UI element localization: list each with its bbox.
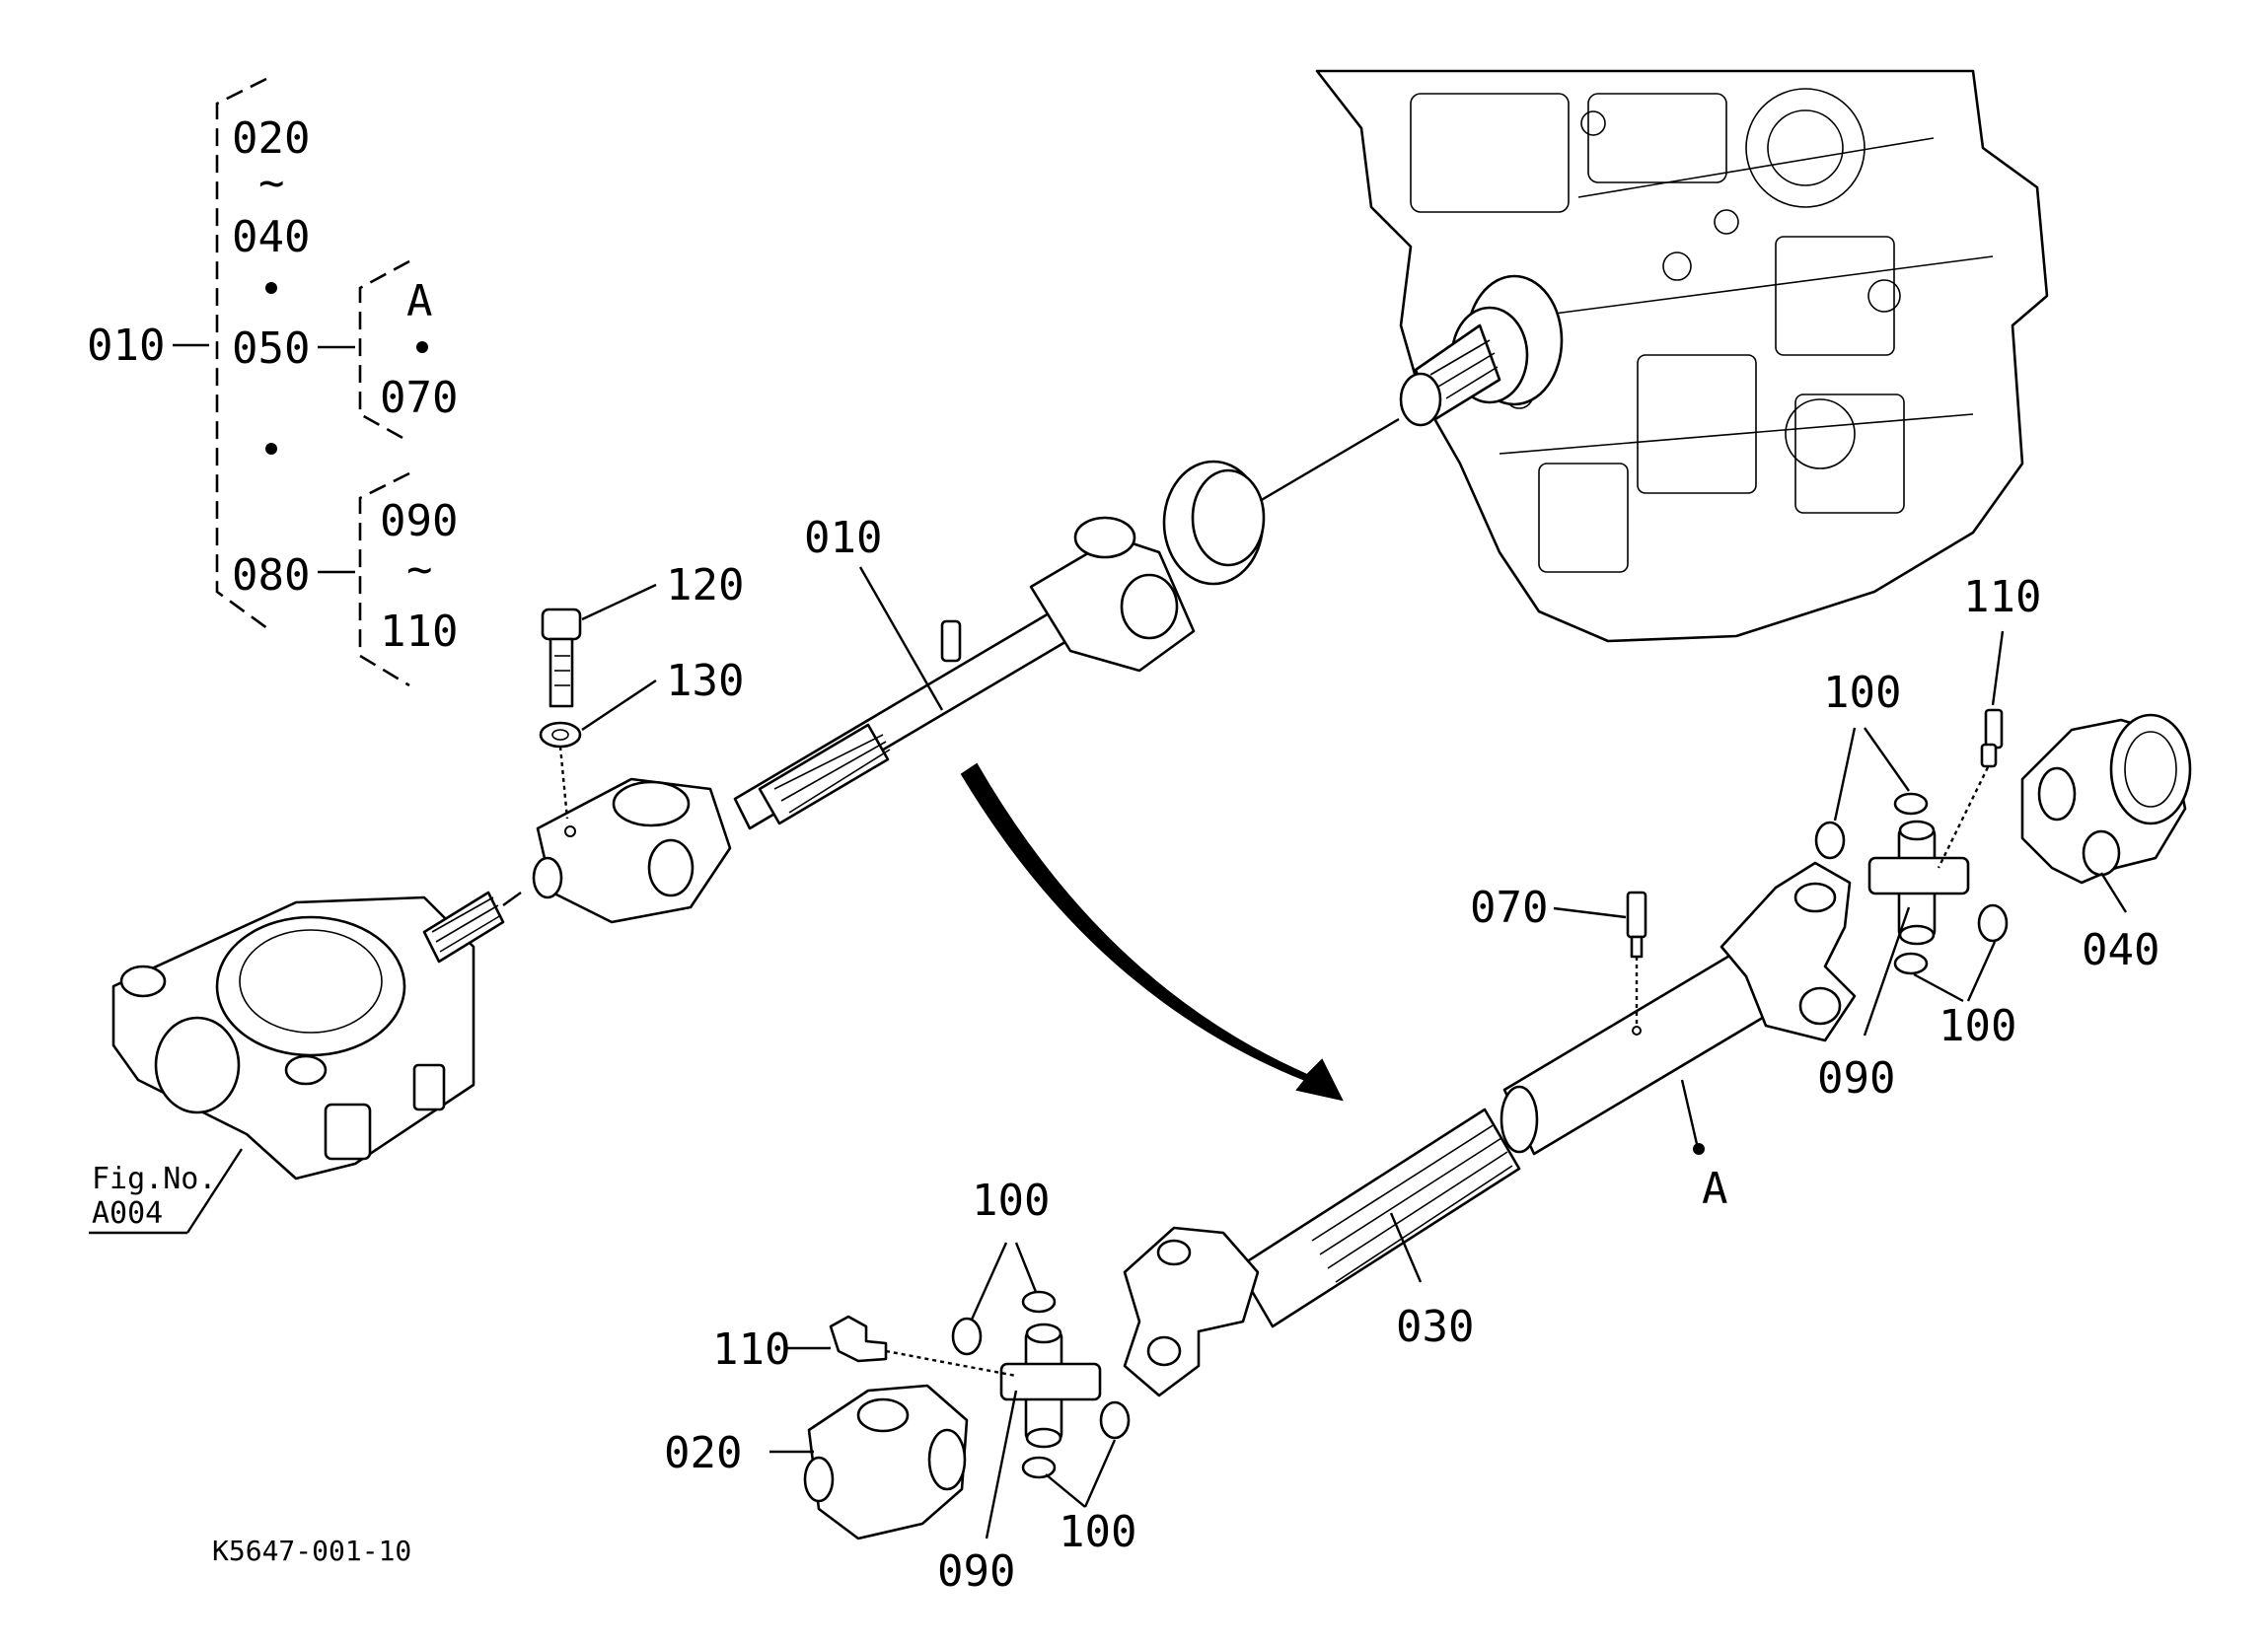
- tree-dot-2: [265, 443, 277, 455]
- figure-reference: Fig.No. A004: [92, 1162, 216, 1231]
- fig-ref-line1: Fig.No.: [92, 1162, 216, 1196]
- label-110-left: 110: [712, 1324, 790, 1375]
- right-universal-joint: [1814, 708, 2192, 975]
- tree-110: 110: [380, 607, 458, 657]
- callout-labels: 010 120 130 070 110 100 100 090 040 A 03…: [664, 513, 2159, 1597]
- propeller-shaft-assembly: [532, 460, 1266, 924]
- label-100-left-top: 100: [972, 1176, 1050, 1226]
- label-100-right-top: 100: [1823, 668, 1901, 718]
- tree-040: 040: [232, 212, 310, 262]
- label-a: A: [1702, 1164, 1728, 1214]
- label-100-right-bottom: 100: [1939, 1001, 2016, 1051]
- label-090-left: 090: [937, 1546, 1015, 1597]
- drawing-code: K5647-001-10: [212, 1535, 411, 1567]
- transmission-housing: [1315, 69, 2049, 643]
- label-020: 020: [664, 1428, 742, 1478]
- tree-tilde-1: ~: [258, 158, 285, 208]
- tree-tilde-2: ~: [406, 544, 433, 595]
- label-110-right: 110: [1963, 572, 2041, 622]
- tree-sub-a: A: [406, 276, 433, 326]
- label-040: 040: [2082, 925, 2159, 975]
- bolt-and-washer: [539, 608, 582, 820]
- tree-080: 080: [232, 550, 310, 601]
- label-010: 010: [804, 513, 882, 563]
- tree-root-010: 010: [87, 321, 165, 371]
- tree-dot-a: [416, 341, 428, 353]
- tree-050: 050: [232, 323, 310, 374]
- label-070: 070: [1470, 883, 1548, 933]
- parts-hierarchy-tree: 010 020 ~ 040 050 A 070 080 090 ~ 110: [87, 77, 458, 687]
- label-120: 120: [666, 560, 744, 610]
- tree-sub-070: 070: [380, 373, 458, 423]
- left-universal-joint: [803, 1290, 1131, 1540]
- label-100-left-bottom: 100: [1059, 1507, 1136, 1557]
- pto-gearbox: [111, 891, 505, 1181]
- label-130: 130: [666, 656, 744, 706]
- tree-090: 090: [380, 496, 458, 546]
- tree-020: 020: [232, 113, 310, 164]
- tree-dot-1: [265, 282, 277, 294]
- fig-ref-line2: A004: [92, 1196, 163, 1231]
- callout-leaders: [89, 566, 2128, 1539]
- exploded-view-arrow: [960, 762, 1344, 1102]
- label-030: 030: [1396, 1302, 1474, 1352]
- exploded-shaft-a: [1123, 861, 1857, 1397]
- label-090-right: 090: [1817, 1053, 1895, 1104]
